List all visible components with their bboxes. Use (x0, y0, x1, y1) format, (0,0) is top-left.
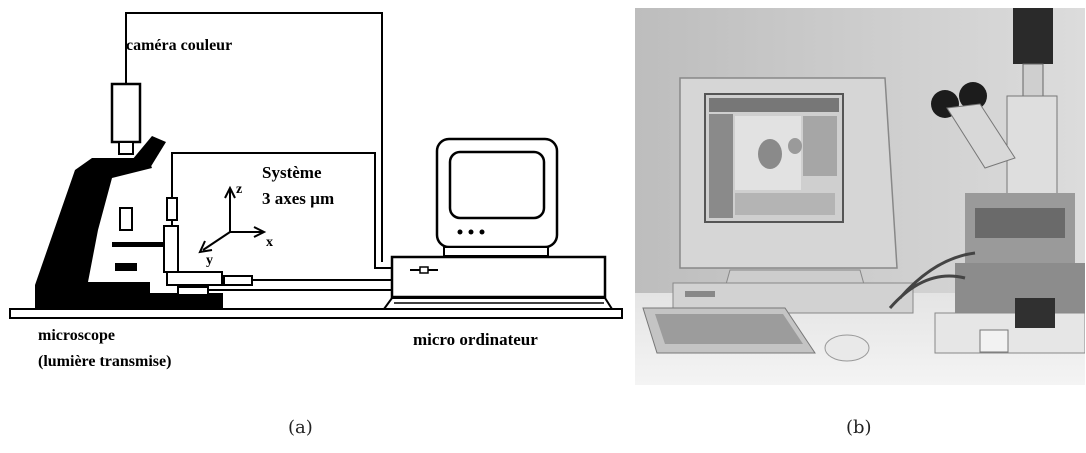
xyz-stage (163, 197, 392, 296)
mouse (824, 334, 870, 362)
bench-base (9, 308, 623, 319)
axis-y-label: y (206, 253, 213, 268)
microscope-label-2: (lumière transmise) (38, 353, 171, 370)
stage-system-label-1: Système (262, 163, 322, 182)
photo-cables (888, 251, 976, 309)
setup-schematic: z x y caméra couleur Système 3 axes µm m… (9, 12, 623, 370)
axis-z-label: z (236, 182, 242, 197)
microscope (35, 136, 223, 309)
axis-x-label: x (266, 235, 273, 250)
photo-microscope (931, 8, 1085, 354)
keyboard (642, 307, 816, 354)
camera-cable (125, 12, 383, 262)
crt-monitor (679, 77, 898, 289)
stage-system-label-2: 3 axes µm (262, 189, 334, 208)
caption-b: (b) (846, 417, 872, 438)
axis-glyph (198, 185, 267, 254)
setup-photo (635, 8, 1085, 385)
computer-label: micro ordinateur (413, 330, 538, 349)
color-camera (110, 82, 142, 155)
camera-label: caméra couleur (126, 37, 232, 54)
microscope-label-1: microscope (38, 327, 115, 344)
micro-computer (382, 137, 614, 310)
caption-a: (a) (288, 417, 313, 438)
stage-cable (171, 152, 392, 269)
